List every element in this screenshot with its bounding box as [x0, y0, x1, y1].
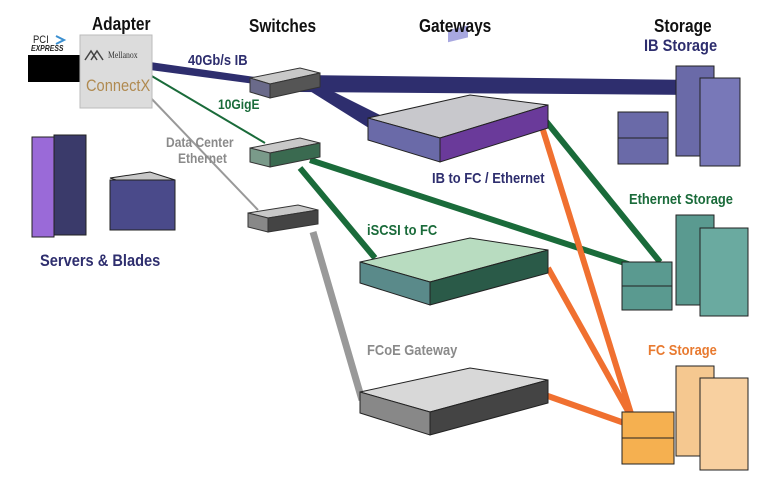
mellanox-logo: Mellanox: [108, 50, 138, 60]
header-gateways: Gateways: [419, 16, 492, 36]
dce-link-adapter-switch: [147, 94, 259, 211]
links: [147, 62, 700, 428]
eth-link-ibgw-storage: [542, 118, 663, 264]
switch-ethernet: [249, 137, 321, 168]
pci-express-label: EXPRESS: [31, 44, 64, 53]
gateway-ib: [367, 25, 549, 163]
label-40gb-ib: 40Gb/s IB: [188, 52, 248, 69]
fc-link-iscsi: [545, 266, 636, 422]
eth-link-switch-iscsi: [297, 166, 378, 260]
servers-blades: [31, 134, 176, 238]
label-fcoe-gateway: FCoE Gateway: [367, 342, 458, 359]
ib-link-adapter-switch: [150, 62, 255, 84]
label-10gige: 10GigE: [218, 96, 260, 112]
fc-link-fcoe: [544, 392, 631, 428]
header-storage: Storage: [654, 16, 712, 36]
label-servers-blades: Servers & Blades: [40, 251, 161, 270]
ib-link-switch-storage: [300, 75, 700, 95]
storage-ethernet: [621, 214, 749, 317]
switch-dce: [247, 204, 319, 233]
eth-link-switch-storage: [309, 157, 641, 271]
fc-link-ibgw: [540, 129, 636, 421]
eth-link-adapter-switch: [149, 74, 266, 144]
label-iscsi-gateway: iSCSI to FC: [367, 222, 438, 239]
label-ethernet-storage: Ethernet Storage: [629, 191, 733, 208]
pci-label: PCI: [33, 34, 49, 46]
gateway-fcoe: [359, 367, 549, 436]
adapter-card: [28, 34, 153, 109]
connectx-logo: ConnectX: [86, 76, 151, 95]
dce-link-switch-fcoe: [309, 231, 366, 401]
header-switches: Switches: [249, 16, 317, 36]
label-dce-line1: Data Center: [166, 134, 234, 150]
label-dce-line2: Ethernet: [178, 150, 227, 166]
header-adapter: Adapter: [92, 14, 151, 34]
storage-fc: [621, 365, 749, 471]
label-ib-gateway: IB to FC / Ethernet: [432, 170, 545, 187]
label-ib-storage: IB Storage: [644, 36, 718, 55]
label-fc-storage: FC Storage: [648, 342, 717, 359]
storage-ib: [617, 65, 741, 167]
gateway-iscsi: [359, 237, 549, 306]
switch-ib: [249, 67, 321, 99]
